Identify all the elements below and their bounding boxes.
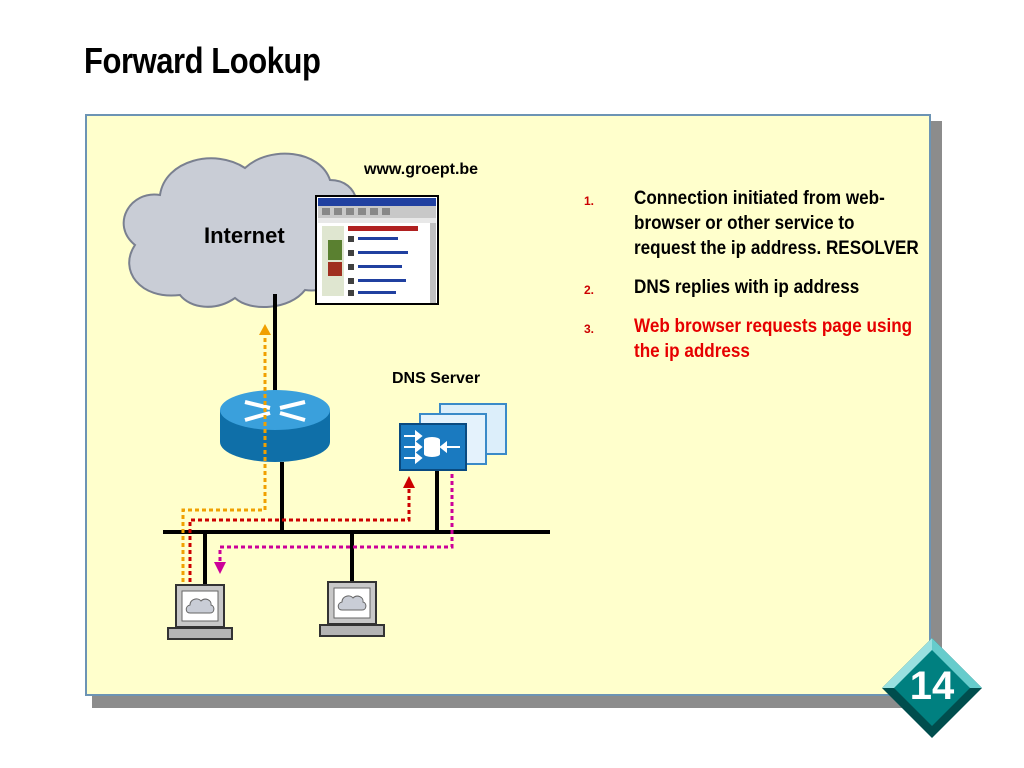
dns-query-path-arrow <box>188 476 415 582</box>
workstation-icon <box>319 581 385 637</box>
steps-list: 1. Connection initiated from web-browser… <box>580 186 919 378</box>
step-item-highlighted: 3. Web browser requests page using the i… <box>580 314 912 364</box>
step-text: Web browser requests page using the ip a… <box>634 316 913 362</box>
step-text: DNS replies with ip address <box>634 277 860 298</box>
dns-reply-path-arrow <box>214 474 454 574</box>
step-item: 1. Connection initiated from web-browser… <box>580 186 919 261</box>
workstation-client-icon <box>167 584 233 640</box>
step-number: 1. <box>584 194 595 208</box>
slide-number-badge-icon <box>882 638 982 738</box>
step-number: 2. <box>584 283 595 297</box>
page-title: Forward Lookup <box>84 40 321 81</box>
step-number: 3. <box>584 322 595 336</box>
router-icon <box>220 390 330 462</box>
website-url-label: www.groept.be <box>364 161 479 178</box>
slide-number: 14 <box>909 664 955 708</box>
network-lines <box>163 294 550 585</box>
internet-label: Internet <box>204 223 285 248</box>
dns-server-icon <box>399 403 507 471</box>
internet-cloud-icon <box>122 152 358 308</box>
dns-server-label: DNS Server <box>392 370 481 387</box>
step-item: 2. DNS replies with ip address <box>580 275 880 300</box>
browser-window-icon <box>315 195 439 305</box>
step-text: Connection initiated from web-browser or… <box>634 188 919 259</box>
request-path-arrow <box>181 324 271 582</box>
